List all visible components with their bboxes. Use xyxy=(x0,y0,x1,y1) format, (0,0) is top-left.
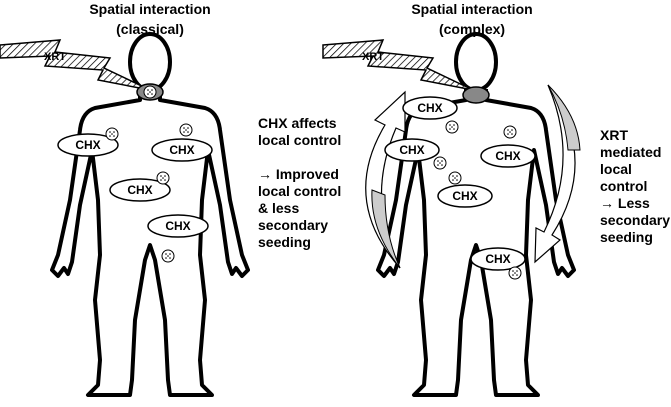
svg-text:CHX: CHX xyxy=(485,252,510,266)
chx-site: CHX xyxy=(151,138,213,162)
svg-text:CHX: CHX xyxy=(165,219,190,233)
panel-classical: Spatial interaction (classical) XRT CHX … xyxy=(0,1,341,397)
svg-text:local control: local control xyxy=(258,132,341,148)
svg-text:mediated: mediated xyxy=(600,144,661,160)
chx-site: CHX xyxy=(402,96,458,120)
metastasis-dot xyxy=(179,123,193,137)
svg-text:CHX: CHX xyxy=(417,101,442,115)
chx-site: CHX xyxy=(480,144,536,168)
primary-tumor xyxy=(136,83,164,101)
chx-site: CHX xyxy=(470,247,526,271)
xrt-label: XRT xyxy=(44,51,66,63)
title-line-1: Spatial interaction xyxy=(411,1,532,17)
primary-tumor xyxy=(462,86,490,104)
title-line-2: (classical) xyxy=(116,21,184,37)
caption-classical: CHX affects local control → Improved loc… xyxy=(258,115,341,250)
metastasis-dot xyxy=(156,171,170,185)
svg-text:→ Improved: → Improved xyxy=(258,166,339,182)
chx-site: CHX xyxy=(109,178,171,202)
svg-text:CHX: CHX xyxy=(75,138,100,152)
svg-text:local control: local control xyxy=(258,183,341,199)
metastasis-dot xyxy=(105,127,119,141)
metastasis-dot xyxy=(433,156,447,170)
chx-site: CHX xyxy=(147,214,209,238)
metastasis-dot xyxy=(448,171,462,185)
title-line-2: (complex) xyxy=(439,21,505,37)
svg-text:CHX: CHX xyxy=(127,183,152,197)
chx-site: CHX xyxy=(437,184,493,208)
svg-text:secondary: secondary xyxy=(600,212,670,228)
chx-site: CHX xyxy=(384,138,440,162)
svg-text:CHX: CHX xyxy=(495,149,520,163)
svg-text:seeding: seeding xyxy=(258,234,311,250)
svg-text:seeding: seeding xyxy=(600,229,653,245)
svg-text:XRT: XRT xyxy=(600,127,628,143)
panel-complex: Spatial interaction (complex) XRT CHX CH… xyxy=(322,1,670,397)
metastasis-dot xyxy=(508,266,522,280)
xrt-lightning-bolt xyxy=(322,39,474,91)
svg-text:& less: & less xyxy=(258,200,299,216)
svg-text:control: control xyxy=(600,178,647,194)
metastasis-dot xyxy=(445,120,459,134)
svg-text:CHX: CHX xyxy=(169,143,194,157)
svg-text:CHX: CHX xyxy=(399,143,424,157)
metastasis-dot xyxy=(161,249,175,263)
xrt-label: XRT xyxy=(362,51,384,63)
svg-text:→ Less: → Less xyxy=(600,195,650,211)
svg-text:CHX affects: CHX affects xyxy=(258,115,337,131)
curved-arrow-up-shade xyxy=(371,189,401,269)
svg-text:local: local xyxy=(600,161,632,177)
svg-text:secondary: secondary xyxy=(258,217,328,233)
svg-text:CHX: CHX xyxy=(452,189,477,203)
chx-site: CHX xyxy=(57,133,119,157)
title-line-1: Spatial interaction xyxy=(89,1,210,17)
xrt-lightning-bolt xyxy=(0,39,151,91)
curved-arrow-down-shade xyxy=(547,84,581,151)
metastasis-dot xyxy=(503,125,517,139)
caption-complex: XRT mediated local control → Less second… xyxy=(600,127,670,245)
